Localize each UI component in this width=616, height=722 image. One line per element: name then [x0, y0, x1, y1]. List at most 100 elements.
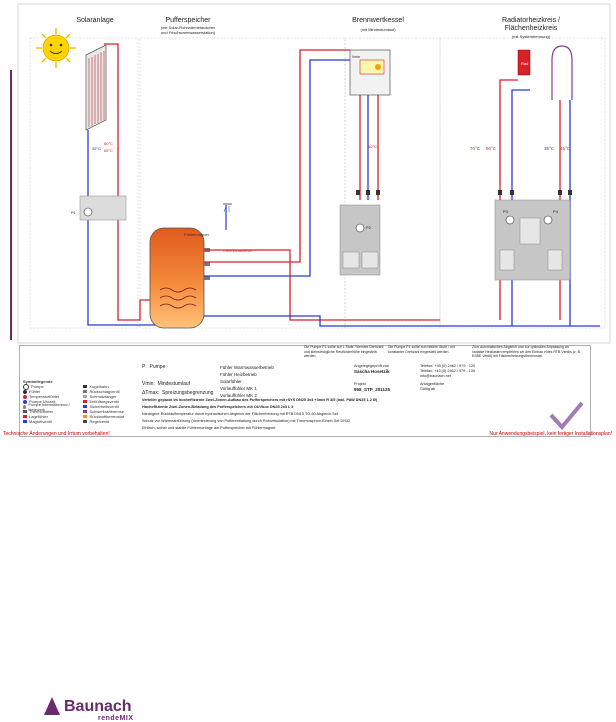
product-item: Niedrigere Rücklauftemperatur durch hydr…: [142, 412, 339, 416]
symbol-item: Rücklaufthermostat: [89, 414, 124, 419]
symbol-item: Rückschlagventil: [89, 389, 120, 394]
pump-p3-icon: [505, 215, 515, 225]
pump-p4-icon: [543, 215, 553, 225]
brand-name: Baunach: [64, 698, 132, 715]
radiator-icon: [517, 49, 531, 76]
sun-icon: [36, 28, 76, 68]
solar-station: [79, 195, 127, 221]
contact-fax: Telefax: +49 (0) 2462 / 979 - 139: [420, 369, 475, 373]
symbol-item: Temperaturfühler: [29, 394, 60, 399]
buffer-flow-to-heating: [204, 249, 440, 321]
radiator-label: Rad: [521, 61, 528, 66]
temp-floor-return: 35°C: [544, 146, 555, 151]
pump-p3-label: P3: [503, 209, 509, 214]
brand-mark-icon: [44, 697, 60, 715]
product-item: Schutz vor Wärmeabführung (Verminderung …: [142, 419, 351, 423]
svg-text:Vmin: Vmin: [352, 55, 360, 59]
symbol-item: Pumpe intermittierend / Netzwerk: [28, 401, 70, 412]
contact-tel: Telefon: +49 (0) 2462 / 979 - 120: [420, 364, 476, 368]
product-list: Verteiler gepackt im hocheffiziente Zwei…: [142, 397, 492, 432]
section-title-radiator-2: Flächenheizkreis: [505, 25, 558, 32]
buffer-return-to-boiler: [204, 59, 350, 277]
contact-mail: info@baunach.net: [420, 374, 451, 378]
abbreviation-legend: P: Pumpe Vmin: Mindestumlauf ΔTmax: Spre…: [142, 363, 262, 398]
sensor-item: Vorlauffühler MK 2: [220, 393, 257, 398]
symbol-item: Pumpe: [31, 384, 44, 389]
side-info-graphic: [10, 70, 12, 340]
pump-p2-label: P2: [366, 225, 372, 230]
sensor-item: Fühler Heizbetrieb: [220, 372, 257, 377]
notes-row: Die Pumpe P1 sollte auf 1 Stufe / kleins…: [304, 345, 584, 359]
side-info-strip: [6, 70, 16, 340]
symbol-item: Magnetventil: [29, 419, 52, 424]
solar-section-box: [29, 37, 139, 329]
symbol-item: Schwerkraftbremse: [89, 409, 124, 414]
boiler-distributor: [339, 204, 381, 276]
symbol-item: Thermometer: [29, 409, 54, 414]
section-title-buffer: Pufferspeicher: [165, 17, 211, 24]
abbr-vmin-value: Mindestumlauf: [157, 381, 191, 387]
abbr-vmin-key: Vmin:: [142, 381, 155, 387]
temp-solar-return: 35°C: [92, 146, 101, 151]
section-title-radiator-1: Radiatorheizkreis /: [502, 17, 560, 24]
note-3: Zum automatischen Abgleich und zur optim…: [472, 345, 581, 358]
angelegt-value: Sascha Hosetzik: [354, 369, 390, 374]
solar-flow-pipe: [104, 43, 119, 200]
solar-collector: [85, 44, 107, 131]
section-sub-buffer-2: und Frischwarmwasserstation): [161, 30, 216, 35]
sensor-item: Vorlauffühler MK 1: [220, 386, 257, 391]
buffer-tank: [149, 227, 210, 329]
buffer-flow-to-boiler: [204, 49, 350, 263]
sensor-item: Fühler Warmwasserbetrieb: [220, 365, 274, 370]
brand-sub: rendeMIX: [98, 715, 134, 722]
pump-p4-label: P4: [553, 209, 559, 214]
footer-disclaimer-left: Technische Änderungen und Irrtum vorbeha…: [3, 431, 110, 437]
section-title-boiler: Brennwertkessel: [352, 17, 404, 24]
fuehlermagnet-label: Fühlermagnet: [184, 232, 210, 237]
projekt-label: Projekt: [354, 382, 366, 386]
temp-radiator-flow: 70°C: [470, 146, 481, 151]
symbol-item: Regelventil: [89, 419, 110, 424]
buffer-return-from-heating: [204, 315, 600, 327]
boiler-unit: Vmin: [349, 49, 391, 96]
floor-heating-coil: [551, 45, 573, 100]
symbol-item: Lagefühler: [29, 414, 48, 419]
product-item: Einfach, sicher und stabile Fühlermontag…: [142, 426, 276, 430]
pump-p1-label: P1: [71, 210, 77, 215]
temp-boiler-flow: 60°C: [368, 144, 377, 149]
heat-exchanger: [519, 217, 541, 245]
symbol-item: Entlüftungsventil: [89, 399, 119, 404]
pump-p1-icon: [83, 207, 93, 217]
shower-icon: [223, 203, 232, 213]
valve-markers: [356, 190, 572, 195]
brand-logo: Baunach rendeMIX: [42, 694, 160, 722]
anlage-label: Anlagenfläche: [420, 382, 445, 386]
note-1: Die Pumpe P1 sollte auf 1 Stufe / kleins…: [304, 345, 384, 358]
sensor-legend: Fühler Warmwasserbetrieb Fühler Heizbetr…: [220, 364, 320, 399]
section-sub-radiator: (mit Systemtrennung): [512, 34, 551, 39]
product-item: Hocheffiziente Zwei-Zonen-Beladung des P…: [142, 405, 294, 409]
boiler-flow-pipes: [359, 95, 379, 200]
symbol-item: Fühler: [29, 389, 41, 394]
symbol-item: Schmutzfänger: [89, 394, 117, 399]
temp-floor-flow: 45°C: [560, 146, 571, 151]
hydraulic-schematic: Solaranlage Pufferspeicher (mit Solar-Ro…: [17, 3, 611, 344]
heating-distributor: [494, 199, 571, 281]
abbr-dt-value: Spreizungsbegrenzung: [162, 390, 214, 396]
symbol-legend: Symbollegende Pumpe Fühler Temperaturfüh…: [23, 379, 133, 424]
sensor-item: Solarfühler: [220, 379, 242, 384]
temp-solar-flow: 60°C: [104, 141, 113, 146]
abbr-p-value: Pumpe: [149, 364, 166, 370]
symbol-item: Kugelhahn: [89, 384, 109, 389]
anlage-value: Gültig ab: [420, 387, 436, 391]
pump-p2-icon: [355, 223, 365, 233]
abbr-dt-key: ΔTmax:: [142, 390, 160, 396]
title-block: Angelegt/geprüft von Sascha Hosetzik Tel…: [354, 364, 554, 392]
symbol-item: Sicherheitsventil: [89, 404, 119, 409]
angelegt-label: Angelegt/geprüft von: [354, 364, 390, 368]
drawing-frame: [17, 3, 611, 344]
abbr-p-key: P:: [142, 364, 147, 370]
symbol-legend-title: Symbollegende: [23, 379, 53, 384]
legend-title-block: Baunach rendeMIX Symbollegende Pumpe Füh…: [19, 345, 591, 722]
product-item: Verteiler gepackt im hocheffiziente Zwei…: [142, 398, 378, 402]
